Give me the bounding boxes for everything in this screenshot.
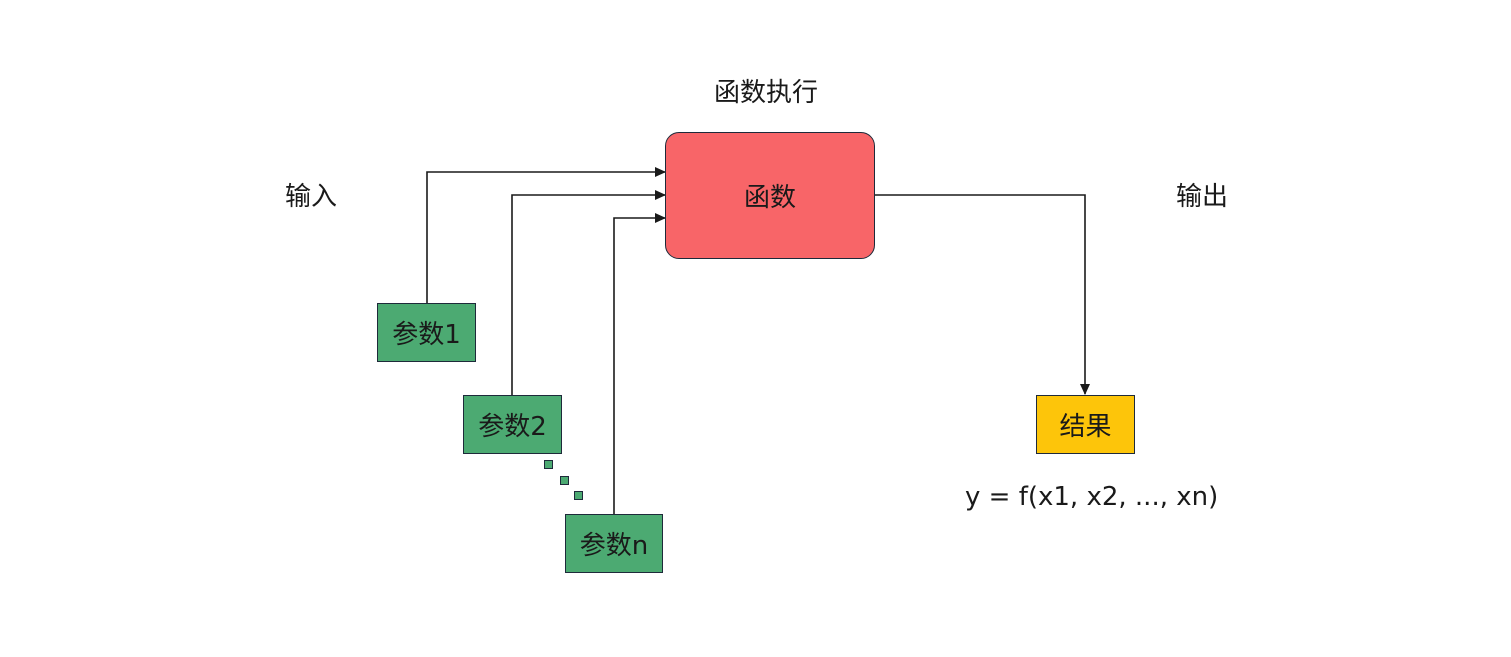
param-box-n-label: 参数n — [579, 531, 649, 561]
param-box-2-label: 参数2 — [478, 412, 547, 442]
arrow-paramn-to-function — [613, 213, 666, 514]
ellipsis-dot-3 — [574, 491, 583, 500]
function-box: 函数 — [665, 132, 875, 259]
result-box: 结果 — [1036, 395, 1135, 454]
output-label: 输出 — [1176, 182, 1229, 212]
arrow-function-to-result — [875, 194, 1090, 395]
result-box-label: 结果 — [1059, 412, 1112, 442]
formula-text: y = f(x1, x2, ..., xn) — [965, 482, 1219, 512]
param-box-2: 参数2 — [463, 395, 562, 454]
input-label: 输入 — [285, 182, 338, 212]
diagram-title: 函数执行 — [714, 78, 819, 108]
function-box-label: 函数 — [743, 183, 796, 213]
arrow-param1-to-function — [426, 167, 666, 303]
param-box-1: 参数1 — [377, 303, 476, 362]
ellipsis-dot-2 — [560, 476, 569, 485]
param-box-1-label: 参数1 — [392, 320, 461, 350]
param-box-n: 参数n — [565, 514, 663, 573]
ellipsis-dot-1 — [544, 460, 553, 469]
arrow-param2-to-function — [511, 190, 666, 395]
